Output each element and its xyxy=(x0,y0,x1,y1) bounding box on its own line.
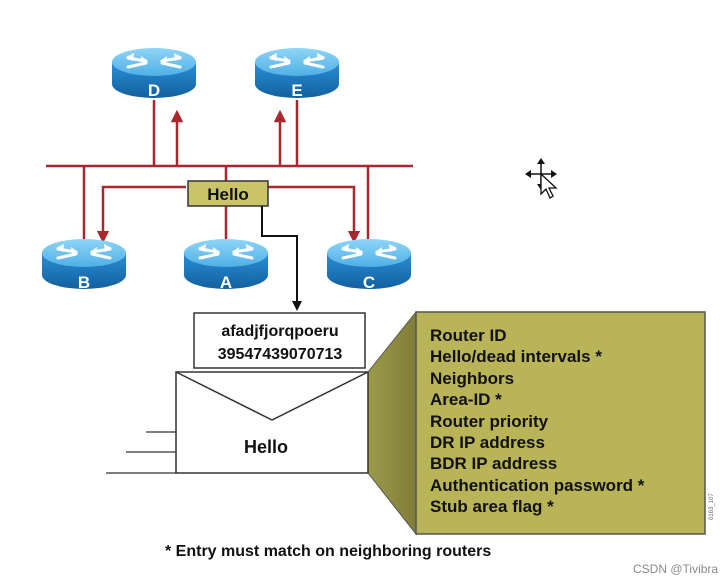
router-label-c: C xyxy=(363,273,375,292)
router-b: B xyxy=(40,237,128,292)
field-dr-ip: DR IP address xyxy=(430,433,545,452)
router-e: E xyxy=(253,46,341,100)
arrow-to-b xyxy=(96,185,186,244)
router-label-a: A xyxy=(220,273,232,292)
watermark: CSDN @Tivibra xyxy=(633,562,718,576)
field-hello-dead-intervals: Hello/dead intervals * xyxy=(430,347,602,366)
figure-code: 0163_107 xyxy=(709,493,715,520)
router-label-d: D xyxy=(148,81,160,100)
router-label-b: B xyxy=(78,273,90,292)
router-a: A xyxy=(182,237,270,292)
field-neighbors: Neighbors xyxy=(430,369,514,388)
hello-envelope: Hello xyxy=(175,371,369,474)
envelope-label: Hello xyxy=(244,437,288,457)
field-router-priority: Router priority xyxy=(430,412,549,431)
field-stub-area-flag: Stub area flag * xyxy=(430,497,554,516)
move-cursor-icon xyxy=(525,158,558,199)
field-bdr-ip: BDR IP address xyxy=(430,454,557,473)
packet-header-line2: 39547439070713 xyxy=(218,346,343,363)
arrow-to-c xyxy=(267,185,361,244)
hello-tag-label: Hello xyxy=(207,185,249,204)
footnote: * Entry must match on neighboring router… xyxy=(165,543,491,560)
field-router-id: Router ID xyxy=(430,326,507,345)
packet-arrow xyxy=(261,206,302,311)
packet-header xyxy=(193,312,366,369)
hello-fields-panel xyxy=(415,311,706,535)
router-c: C xyxy=(325,237,413,292)
field-auth-password: Authentication password * xyxy=(430,476,645,495)
hello-tag xyxy=(187,180,269,207)
packet-header-line1: afadjfjorqpoeru xyxy=(221,323,338,340)
router-label-e: E xyxy=(291,81,302,100)
router-d: D xyxy=(110,46,198,100)
callout-projection xyxy=(367,310,417,536)
field-area-id: Area-ID * xyxy=(430,390,502,409)
